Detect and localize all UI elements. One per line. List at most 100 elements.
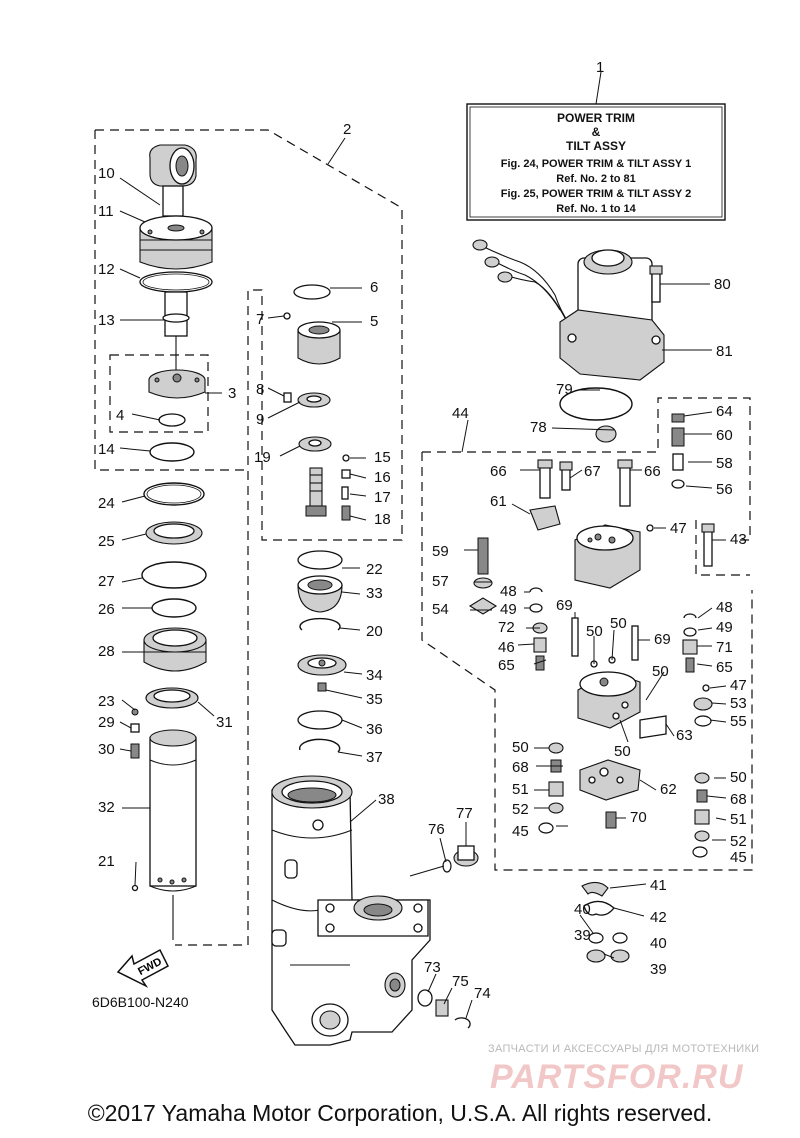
- callout: 24: [98, 495, 115, 512]
- callout: 13: [98, 312, 115, 329]
- callout: 31: [216, 714, 233, 731]
- callout: 77: [456, 805, 473, 822]
- callout: 50: [730, 769, 747, 786]
- title-line-5: Ref. No. 2 to 81: [556, 173, 635, 185]
- callout: 19: [254, 449, 271, 466]
- drawing-code: 6D6B100-N240: [92, 994, 189, 1010]
- callout: 60: [716, 427, 733, 444]
- leader-lines: [119, 71, 727, 1019]
- title-line-1: POWER TRIM: [557, 111, 635, 125]
- callout: 40: [650, 935, 667, 952]
- callout: 45: [512, 823, 529, 840]
- callout: 42: [650, 909, 667, 926]
- title-box: POWER TRIM & TILT ASSY Fig. 24, POWER TR…: [466, 103, 726, 221]
- callout: 33: [366, 585, 383, 602]
- tilt-cylinder-parts: [130, 144, 213, 940]
- title-line-6: Fig. 25, POWER TRIM & TILT ASSY 2: [501, 188, 691, 200]
- callout: 45: [730, 849, 747, 866]
- callout: 10: [98, 165, 115, 182]
- callout: 49: [716, 619, 733, 636]
- callout: 66: [644, 463, 661, 480]
- callout: 9: [256, 411, 264, 428]
- callout: 39: [650, 961, 667, 978]
- housing-fittings: [409, 845, 479, 1029]
- trim-motor: [472, 239, 665, 381]
- callout: 59: [432, 543, 449, 560]
- callout: 30: [98, 741, 115, 758]
- callout: 29: [98, 714, 115, 731]
- callout: 51: [512, 781, 529, 798]
- callout: 72: [498, 619, 515, 636]
- callout: 4: [116, 407, 124, 424]
- callout: 52: [512, 801, 529, 818]
- callout: 15: [374, 449, 391, 466]
- callout: 53: [730, 695, 747, 712]
- callout: 17: [374, 489, 391, 506]
- callout: 50: [512, 739, 529, 756]
- title-line-3: TILT ASSY: [566, 139, 626, 153]
- main-housing: [271, 775, 431, 1046]
- callout: 23: [98, 693, 115, 710]
- watermark-logo: PARTSFOR.RU: [490, 1058, 744, 1096]
- callout: 28: [98, 643, 115, 660]
- callout: 63: [676, 727, 693, 744]
- callout: 74: [474, 985, 491, 1002]
- callout: 11: [98, 203, 114, 220]
- callout: 6: [370, 279, 378, 296]
- callout: 47: [670, 520, 687, 537]
- callout: 79: [556, 381, 573, 398]
- callout: 18: [374, 511, 391, 528]
- callout: 54: [432, 601, 449, 618]
- title-line-7: Ref. No. 1 to 14: [556, 203, 636, 215]
- callout: 51: [730, 811, 747, 828]
- callout: 43: [730, 531, 747, 548]
- callout: 21: [98, 853, 115, 870]
- callout: 67: [584, 463, 601, 480]
- callout: 69: [556, 597, 573, 614]
- title-line-2: &: [592, 125, 601, 139]
- callout: 26: [98, 601, 115, 618]
- callout: 39: [574, 927, 591, 944]
- callout: 55: [730, 713, 747, 730]
- callout: 65: [716, 659, 733, 676]
- callout: 81: [716, 343, 733, 360]
- callout: 68: [512, 759, 529, 776]
- callout: 75: [452, 973, 469, 990]
- callout: 66: [490, 463, 507, 480]
- watermark-tagline: ЗАПЧАСТИ И АКСЕССУАРЫ ДЛЯ МОТОТЕХНИКИ: [488, 1043, 760, 1055]
- fwd-arrow: FWD: [116, 948, 169, 988]
- callout: 32: [98, 799, 115, 816]
- callout: 3: [228, 385, 236, 402]
- callout: 50: [586, 623, 603, 640]
- group-boundaries: [94, 129, 753, 946]
- callout: 52: [730, 833, 747, 850]
- callout: 50: [614, 743, 631, 760]
- callout: 48: [716, 599, 733, 616]
- callout: 38: [378, 791, 395, 808]
- callout: 78: [530, 419, 547, 436]
- callout: 80: [714, 276, 731, 293]
- callout: 34: [366, 667, 383, 684]
- center-seal-parts: [297, 550, 347, 753]
- callout: 44: [452, 405, 469, 422]
- callout: 50: [610, 615, 627, 632]
- callout: 47: [730, 677, 747, 694]
- callout: 69: [654, 631, 671, 648]
- callout: 62: [660, 781, 677, 798]
- callout: 7: [256, 311, 264, 328]
- callout: 12: [98, 261, 115, 278]
- callout: 2: [343, 121, 351, 138]
- callout: 58: [716, 455, 733, 472]
- callout: 56: [716, 481, 733, 498]
- callout: 8: [256, 381, 264, 398]
- callout: 1: [596, 59, 604, 76]
- callout: 61: [490, 493, 507, 510]
- callout: 65: [498, 657, 515, 674]
- callout: 27: [98, 573, 115, 590]
- callout: 73: [424, 959, 441, 976]
- callout: 57: [432, 573, 449, 590]
- callout: 40: [574, 901, 591, 918]
- callout: 70: [630, 809, 647, 826]
- callout-labels: 1 2 3 4 5 6 7 8 9 10 11 12 13 14 15 16 1…: [98, 59, 747, 1002]
